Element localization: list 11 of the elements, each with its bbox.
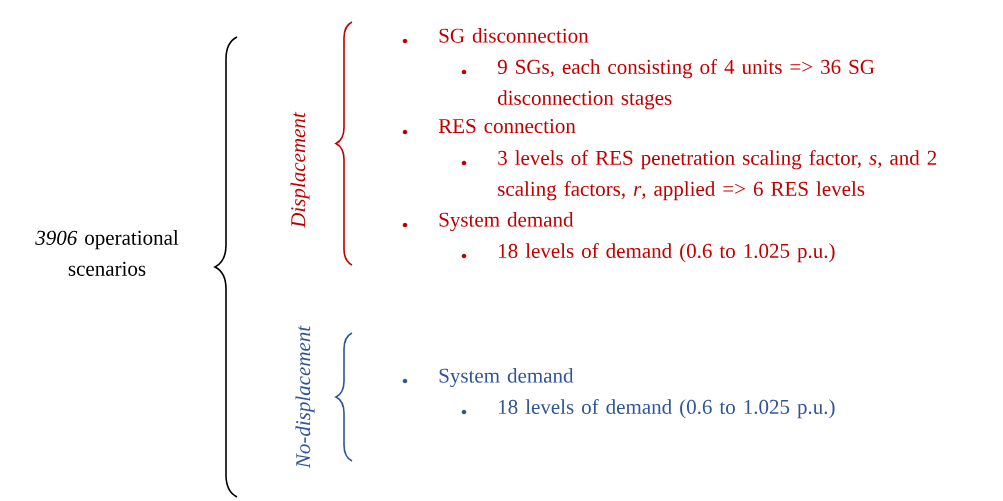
list-item: System demand — [439, 212, 574, 232]
scenario-label: 3906 operational scenarios — [35, 230, 179, 276]
list-item: SG disconnection — [439, 28, 589, 43]
list-item: RES connection — [438, 119, 576, 134]
list-item: 9 SGs, each consisting of 4 units => 36 SG disconnection stages — [497, 59, 875, 110]
list-item: 3 levels of RES penetration scaling factor, s, and 2 scaling factors, r, applied => 6 RES levels — [498, 150, 937, 201]
group-label: No-displacement — [295, 325, 315, 469]
list-item: 18 levels of demand (0.6 to 1.025 p.u.) — [499, 399, 835, 419]
list-item: 18 levels of demand (0.6 to 1.025 p.u.) — [499, 243, 835, 263]
list-item: System demand — [439, 368, 574, 388]
group-label: Displacement — [290, 111, 310, 228]
